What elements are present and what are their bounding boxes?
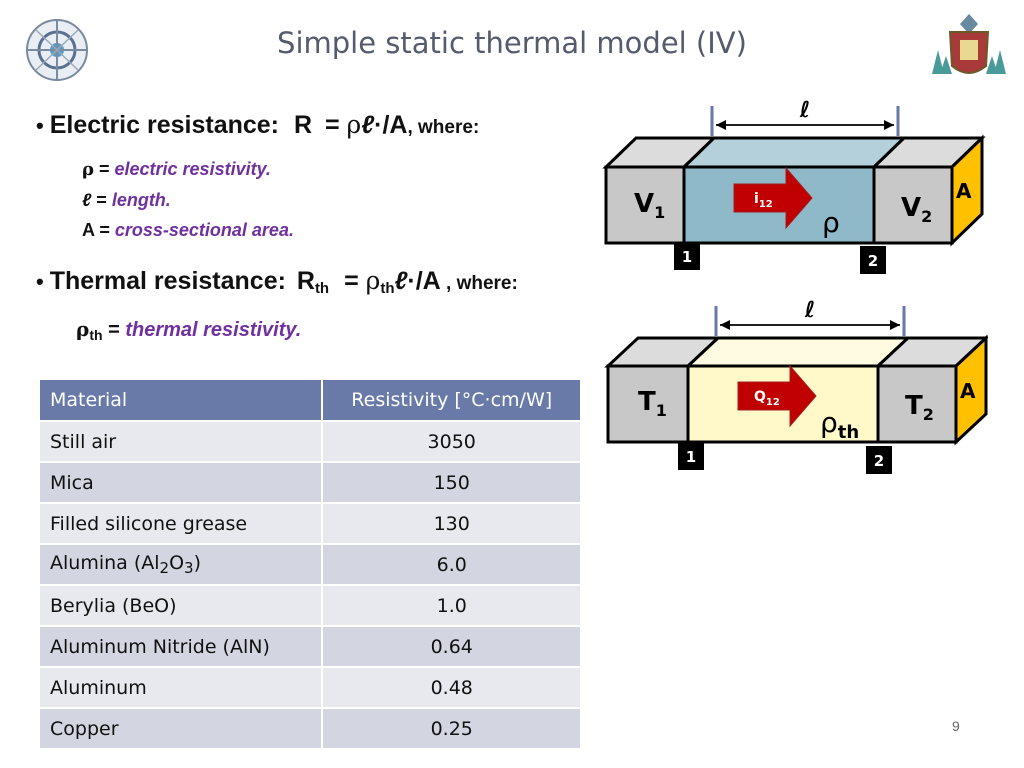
area-label: A	[960, 379, 976, 403]
temperature-1-label: T1	[638, 387, 667, 420]
voltage-1-label: V1	[634, 189, 665, 222]
resistivity-cell: 0.48	[322, 667, 582, 709]
terminal-1-badge	[674, 242, 700, 270]
current-arrow-icon	[733, 166, 813, 230]
material-cell: Aluminum	[40, 667, 324, 709]
terminal-1-label: 1	[686, 448, 696, 466]
material-cell: Still air	[40, 421, 324, 463]
terminal-2-badge	[866, 446, 892, 474]
heat-flow-arrow-icon	[737, 364, 817, 428]
column-header-resistivity: Resistivity [°C·cm/W]	[322, 380, 582, 422]
temperature-2-label: T2	[905, 391, 934, 424]
material-cell: Alumina (Al2O3)	[40, 544, 324, 586]
terminal-2-badge	[860, 246, 886, 274]
definition-rho: ρ = electric resistivity.	[82, 159, 271, 180]
length-label: ℓ	[804, 298, 815, 323]
column-header-material: Material	[40, 380, 324, 422]
resistivity-cell: 0.64	[322, 626, 582, 668]
resistivity-cell: 150	[322, 462, 582, 504]
terminal-1-label: 1	[682, 248, 692, 266]
thermal-resistivity-symbol: ρth	[820, 406, 859, 443]
material-cell: Berylia (BeO)	[40, 585, 324, 627]
engineering-emblem-icon	[26, 19, 88, 81]
right-electrode	[872, 165, 954, 245]
resistivity-symbol: ρ	[822, 206, 840, 239]
material-cell: Copper	[40, 708, 324, 750]
table-row: Copper 0.25	[40, 708, 582, 750]
right-plate	[876, 364, 958, 444]
voltage-2-label: V2	[901, 193, 932, 226]
resistivity-cell: 6.0	[322, 544, 582, 586]
thermal-definition: ρth = thermal resistivity.	[76, 317, 302, 343]
table-row: Aluminum 0.48	[40, 667, 582, 709]
heat-flow-label: Q12	[754, 389, 780, 408]
table-row: Alumina (Al2O3) 6.0	[40, 544, 582, 586]
page-number: 9	[952, 718, 960, 734]
current-label: i12	[754, 191, 773, 210]
definition-area: A = cross-sectional area.	[82, 220, 294, 240]
terminal-2-label: 2	[868, 252, 878, 270]
table-row: Still air 3050	[40, 421, 582, 463]
slide-title: Simple static thermal model (IV)	[277, 26, 747, 60]
resistivity-cell: 130	[322, 503, 582, 545]
thermal-body-top	[684, 336, 912, 368]
materials-table: Material Resistivity [°C·cm/W] Still air…	[40, 380, 582, 750]
resistivity-cell: 1.0	[322, 585, 582, 627]
university-crest-icon	[932, 14, 1006, 74]
table-row: Aluminum Nitride (AlN) 0.64	[40, 626, 582, 668]
electric-resistor-diagram: ℓ V1 V2 A i12 ρ 1 2	[602, 98, 986, 274]
left-electrode	[604, 165, 686, 245]
length-label: ℓ	[799, 98, 810, 123]
definition-length: ℓ = length.	[82, 190, 171, 210]
thermal-resistor-diagram: ℓ T1 T2 A Q12 ρth 1 2	[604, 298, 988, 474]
resistor-top	[680, 136, 908, 169]
thermal-resistance-bullet: •Thermal resistance: Rth = ρthℓ·/A , whe…	[36, 266, 518, 297]
terminal-2-label: 2	[874, 452, 884, 470]
table-row: Mica 150	[40, 462, 582, 504]
material-cell: Aluminum Nitride (AlN)	[40, 626, 324, 668]
terminal-1-badge	[678, 442, 704, 470]
area-label: A	[956, 179, 972, 203]
resistivity-cell: 3050	[322, 421, 582, 463]
electric-resistance-bullet: •Electric resistance: R = ρℓ·/A, where:	[36, 110, 480, 139]
table-header-row: Material Resistivity [°C·cm/W]	[40, 380, 582, 422]
electric-definitions: ρ = electric resistivity. ℓ = length. A …	[82, 154, 294, 245]
material-cell: Filled silicone grease	[40, 503, 324, 545]
table-row: Filled silicone grease 130	[40, 503, 582, 545]
table-row: Berylia (BeO) 1.0	[40, 585, 582, 627]
material-cell: Mica	[40, 462, 324, 504]
resistivity-cell: 0.25	[322, 708, 582, 750]
